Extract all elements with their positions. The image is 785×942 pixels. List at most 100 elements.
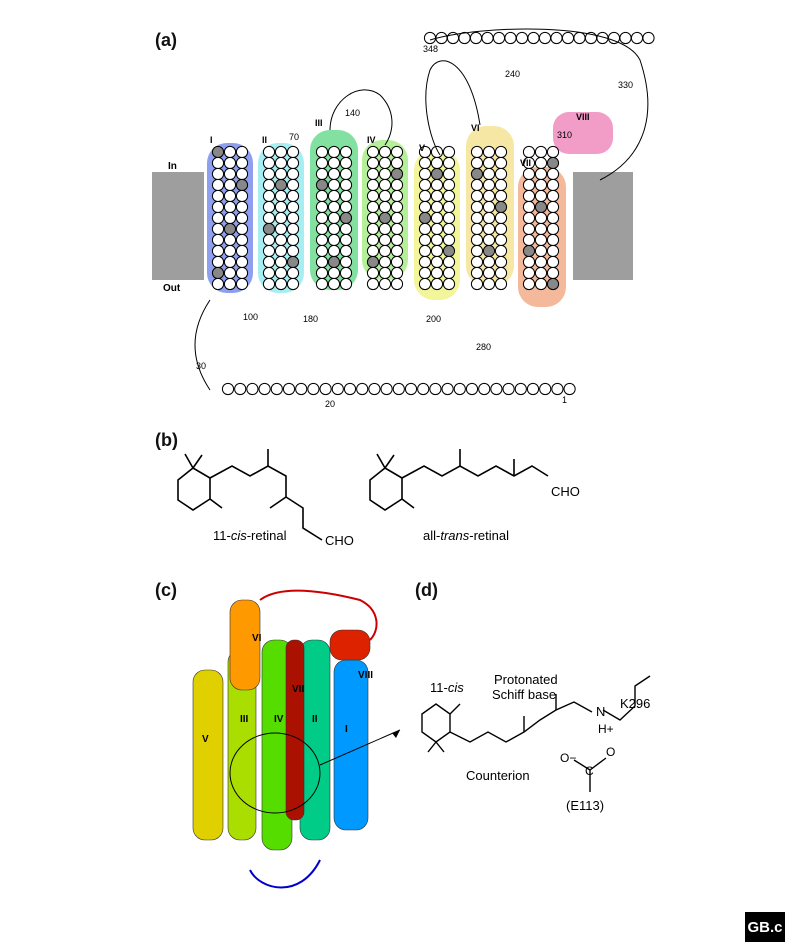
- residue-circle: [563, 382, 576, 396]
- loops: [194, 28, 649, 391]
- in-label: In: [168, 161, 177, 172]
- pointer-arrowhead: [392, 730, 400, 738]
- residue-circle: [418, 277, 432, 291]
- residue-circle: [546, 277, 560, 291]
- protonated-line2: Schiff base: [492, 687, 556, 702]
- ribbon-label-II: II: [312, 714, 318, 725]
- helix-label-V: V: [419, 143, 425, 153]
- carboxylate-o: O: [606, 745, 615, 759]
- panel-label-b: (b): [155, 430, 178, 450]
- residue-circle: [274, 277, 288, 291]
- num-100: 100: [243, 312, 258, 322]
- panel-label-d: (d): [415, 580, 438, 600]
- residue-circle: [339, 277, 353, 291]
- residue-circle: [453, 382, 466, 396]
- residue-circle: [404, 382, 418, 396]
- membrane-block-right: [573, 172, 633, 280]
- ribbon-helix-V: [192, 669, 224, 841]
- helix-label-I: I: [210, 135, 213, 145]
- panel-label-a: (a): [155, 30, 177, 50]
- residue-circle: [526, 382, 540, 396]
- binding-pocket-circle: [229, 732, 321, 814]
- residue-circle: [221, 382, 235, 396]
- residue-circle: [262, 277, 276, 291]
- residue-circle: [441, 382, 454, 396]
- residue-circle: [430, 277, 444, 291]
- ribbon-label-V: V: [202, 734, 209, 745]
- helix-label-IV: IV: [367, 135, 376, 145]
- num-70: 70: [289, 132, 299, 142]
- ribbon-helix-VIII: [329, 629, 371, 661]
- residue-circle: [307, 382, 320, 396]
- residue-circle: [366, 277, 380, 291]
- residue-circle: [258, 382, 271, 396]
- cis-retinal-label: 11-cis-retinal: [213, 528, 287, 543]
- residue-circle: [223, 277, 237, 291]
- residue-circle: [522, 277, 536, 291]
- protonated-line1: Protonated: [494, 672, 558, 687]
- helix-label-VI: VI: [471, 123, 480, 133]
- residue-circle: [319, 382, 332, 396]
- num-180: 180: [303, 314, 318, 324]
- c-terminal-loop: [429, 28, 649, 181]
- pointer-arrow: [319, 729, 401, 766]
- ribbon-label-IV: IV: [274, 714, 284, 725]
- panel-label-c: (c): [155, 580, 177, 600]
- ribbon-label-VIII: VIII: [358, 670, 373, 681]
- membrane-block-left: [152, 172, 204, 280]
- carboxylate: [573, 757, 607, 792]
- residue-circle: [331, 382, 344, 396]
- num-310: 310: [557, 130, 572, 140]
- nitrogen-label: N: [596, 704, 605, 719]
- trans-chain: [401, 465, 549, 479]
- num-240: 240: [505, 69, 520, 79]
- num-280: 280: [476, 342, 491, 352]
- cis-aldehyde: CHO: [325, 533, 354, 548]
- ribbon-label-III: III: [240, 714, 249, 725]
- loop-III-IV: [329, 89, 393, 146]
- loop-VI-V: [425, 60, 481, 156]
- counterion-label: Counterion: [466, 768, 530, 783]
- helix-label-VIII: VIII: [576, 112, 590, 122]
- residue-circle: [465, 382, 479, 396]
- residue-circle: [380, 382, 393, 396]
- residue-circle: [390, 277, 404, 291]
- num-330: 330: [618, 80, 633, 90]
- residue-circle: [270, 382, 283, 396]
- chromo-methyls: [427, 694, 557, 753]
- helix-label-VII: VII: [520, 158, 531, 168]
- chromo-ring: [421, 703, 451, 743]
- residue-circle: [392, 382, 405, 396]
- proton-label: H+: [598, 722, 614, 736]
- lysine-label: K296: [620, 696, 650, 711]
- helix-VIII-cylinder: [553, 112, 613, 154]
- residue-circle: [478, 382, 491, 396]
- residue-circle: [295, 382, 308, 396]
- residue-circle: [211, 277, 225, 291]
- residue-circle: [315, 277, 329, 291]
- trans-methyls: [376, 449, 515, 509]
- ribbon-helix-VII: [285, 639, 305, 821]
- residue-circle: [514, 382, 527, 396]
- num-200: 200: [426, 314, 441, 324]
- residue-circle: [534, 277, 548, 291]
- trans-aldehyde: CHO: [551, 484, 580, 499]
- helix-ribbons: [192, 599, 371, 851]
- residue-circle: [343, 382, 357, 396]
- residue-circles: [211, 31, 655, 396]
- ribbon-label-VI: VI: [252, 633, 262, 644]
- residue-circle: [642, 31, 655, 45]
- journal-logo: GB.c: [745, 912, 785, 942]
- glutamate-label: (E113): [566, 798, 604, 813]
- ribbon-bottom-loop: [249, 859, 321, 889]
- residue-circle: [539, 382, 552, 396]
- residue-circle: [502, 382, 515, 396]
- helix-label-II: II: [262, 135, 267, 145]
- residue-circle: [429, 382, 442, 396]
- lysine-chain: [602, 675, 651, 721]
- residue-circle: [417, 382, 430, 396]
- carboxylate-c: C: [585, 764, 594, 778]
